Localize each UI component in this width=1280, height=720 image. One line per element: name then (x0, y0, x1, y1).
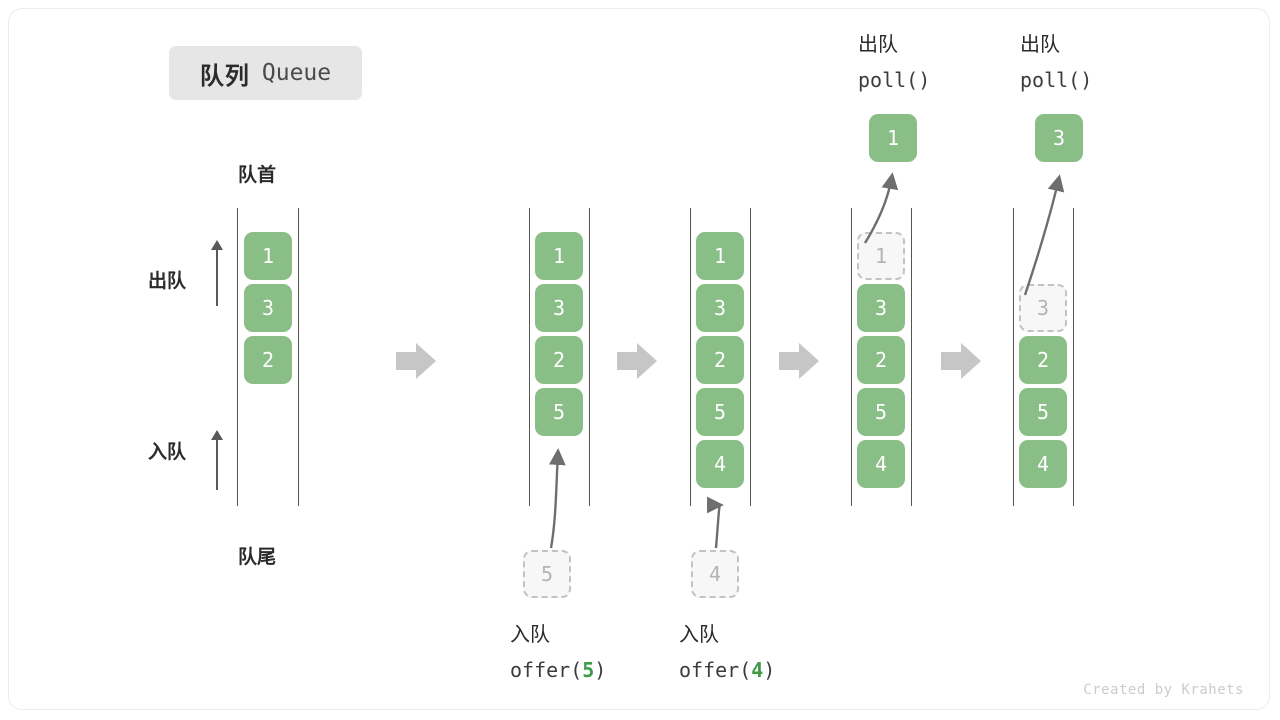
popped-cell: 3 (1035, 114, 1083, 162)
pending-enqueue-cell: 5 (523, 550, 571, 598)
rail-right (750, 208, 751, 506)
queue-cell: 1 (535, 232, 583, 280)
step-arrow-icon (779, 343, 819, 379)
rail-right (911, 208, 912, 506)
queue-cell: 2 (535, 336, 583, 384)
queue-cell: 2 (1019, 336, 1067, 384)
queue-head-label: 队首 (238, 165, 277, 186)
queue-cell: 2 (696, 336, 744, 384)
rail-left (1013, 208, 1014, 506)
rail-right (1073, 208, 1074, 506)
step-arrow-icon (941, 343, 981, 379)
credit-text: Created by Krahets (1083, 682, 1244, 698)
queue-cell: 3 (857, 284, 905, 332)
queue-cell: 5 (696, 388, 744, 436)
pending-enqueue-cell: 4 (691, 550, 739, 598)
queue-cell: 4 (1019, 440, 1067, 488)
enqueue-arrow-icon (211, 430, 223, 490)
queue-cell: 3 (535, 284, 583, 332)
operation-caption-poll-3: 出队 poll() (1020, 28, 1092, 98)
operation-arg: 4 (751, 658, 764, 682)
operation-label: 出队 (858, 34, 898, 56)
queue-column-offer-4: 1 3 2 5 4 (690, 208, 751, 506)
operation-code: poll() (1020, 68, 1093, 92)
queue-column-initial: 1 3 2 (237, 208, 299, 506)
diagram-title-badge: 队列 Queue (169, 46, 362, 100)
dequeue-arrow-icon (211, 240, 223, 306)
operation-caption-offer-4: 入队 offer(4) (679, 618, 775, 688)
enqueue-direction-label: 入队 (148, 442, 187, 463)
queue-column-poll-1: 1 3 2 5 4 (851, 208, 912, 506)
queue-cell: 5 (857, 388, 905, 436)
operation-caption-offer-5: 入队 offer(5) (510, 618, 606, 688)
queue-cell: 3 (244, 284, 292, 332)
queue-column-poll-3: 3 2 5 4 (1013, 208, 1074, 506)
queue-cell: 4 (696, 440, 744, 488)
rail-right (589, 208, 590, 506)
operation-label: 出队 (1020, 34, 1060, 56)
queue-cell: 2 (857, 336, 905, 384)
queue-column-offer-5: 1 3 2 5 (529, 208, 590, 506)
title-chinese: 队列 (199, 62, 250, 90)
queue-cell: 3 (696, 284, 744, 332)
queue-tail-label: 队尾 (238, 547, 277, 568)
operation-label: 入队 (510, 624, 550, 646)
rail-left (851, 208, 852, 506)
rail-left (690, 208, 691, 506)
queue-cell: 2 (244, 336, 292, 384)
queue-cell: 1 (244, 232, 292, 280)
queue-cell: 1 (696, 232, 744, 280)
queue-cell: 4 (857, 440, 905, 488)
queue-cell: 5 (535, 388, 583, 436)
operation-code: offer(4) (679, 658, 776, 682)
rail-right (298, 208, 299, 506)
operation-label: 入队 (679, 624, 719, 646)
dequeued-slot-cell: 1 (857, 232, 905, 280)
operation-caption-poll-1: 出队 poll() (858, 28, 930, 98)
popped-cell: 1 (869, 114, 917, 162)
operation-arg: 5 (582, 658, 595, 682)
queue-cell: 5 (1019, 388, 1067, 436)
rail-left (237, 208, 238, 506)
step-arrow-icon (396, 343, 436, 379)
step-arrow-icon (617, 343, 657, 379)
title-english: Queue (261, 60, 332, 86)
dequeued-slot-cell: 3 (1019, 284, 1067, 332)
rail-left (529, 208, 530, 506)
operation-code: poll() (858, 68, 931, 92)
dequeue-direction-label: 出队 (148, 271, 187, 292)
operation-code: offer(5) (510, 658, 607, 682)
